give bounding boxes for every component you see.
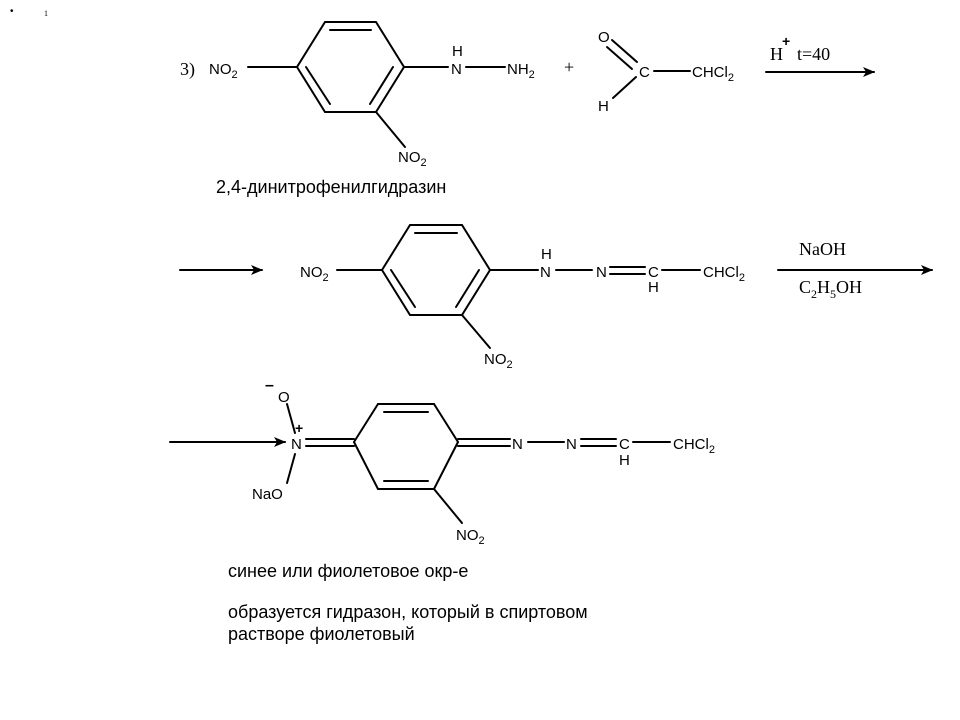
- r1-no2-bottom: NO2: [398, 149, 427, 169]
- bond-nplus-ona: [286, 453, 296, 484]
- bond-nplus-o-top: [286, 403, 296, 434]
- int-n: N: [596, 264, 607, 281]
- int-nh-h: H: [541, 246, 552, 263]
- cond2-ethanol: C2H5OH: [799, 277, 862, 301]
- page-number: 1: [44, 9, 48, 18]
- int-chcl2: CHCl2: [703, 264, 745, 284]
- bond-ring-no2-bottom-r1: [375, 111, 406, 148]
- note-color: синее или фиолетовое окр-е: [228, 561, 469, 581]
- benzene-ring-intermediate: [380, 224, 492, 316]
- plus-sign: +: [564, 57, 574, 77]
- prod-n1: N: [512, 436, 523, 453]
- cond1-h: H: [770, 44, 783, 64]
- r1-no2-left: NO2: [209, 61, 238, 81]
- note-hydrazone-line1: образуется гидразон, который в спиртовом: [228, 602, 588, 622]
- page-dot: •: [10, 6, 14, 17]
- note-hydrazone-line2: растворе фиолетовый: [228, 624, 415, 644]
- prod-n2: N: [566, 436, 577, 453]
- prod-plus-charge: +: [295, 420, 303, 436]
- prod-c: C: [619, 436, 630, 453]
- int-no2-bottom: NO2: [484, 351, 513, 371]
- cond1-charge: +: [782, 33, 790, 49]
- r2-chcl2: CHCl2: [692, 64, 734, 84]
- int-no2-left: NO2: [300, 264, 329, 284]
- benzene-ring-reactant1: [295, 21, 406, 113]
- bond-ring-no2-bottom-int: [461, 314, 491, 349]
- prod-nao: NaO: [252, 486, 283, 503]
- int-c: C: [648, 264, 659, 281]
- cond2-naoh: NaOH: [799, 239, 846, 259]
- r2-o: O: [598, 29, 610, 46]
- prod-o-top: O: [278, 389, 290, 406]
- reactant1-name: 2,4-динитрофенилгидразин: [216, 177, 447, 197]
- cond1-temp: t=40: [797, 44, 830, 64]
- int-nh-n: N: [540, 264, 551, 281]
- r2-c: C: [639, 64, 650, 81]
- prod-chcl2: CHCl2: [673, 436, 715, 456]
- bond-c-o-double-a: [611, 39, 638, 63]
- step-label: 3): [180, 59, 195, 80]
- r1-nh2: NH2: [507, 61, 535, 81]
- r2-h: H: [598, 98, 609, 115]
- bond-ring-no2-bottom-prod: [433, 488, 463, 524]
- prod-n-plus: N: [291, 436, 302, 453]
- prod-ch-h: H: [619, 452, 630, 469]
- prod-minus: –: [265, 377, 274, 394]
- bond-c-o-double-b: [606, 46, 633, 70]
- quinoid-ring-product: [353, 403, 459, 490]
- prod-no2-bottom: NO2: [456, 527, 485, 547]
- bond-c-h-r2: [612, 76, 637, 99]
- r1-nh-h: H: [452, 43, 463, 60]
- r1-nh-n: N: [451, 61, 462, 78]
- int-ch-h: H: [648, 279, 659, 296]
